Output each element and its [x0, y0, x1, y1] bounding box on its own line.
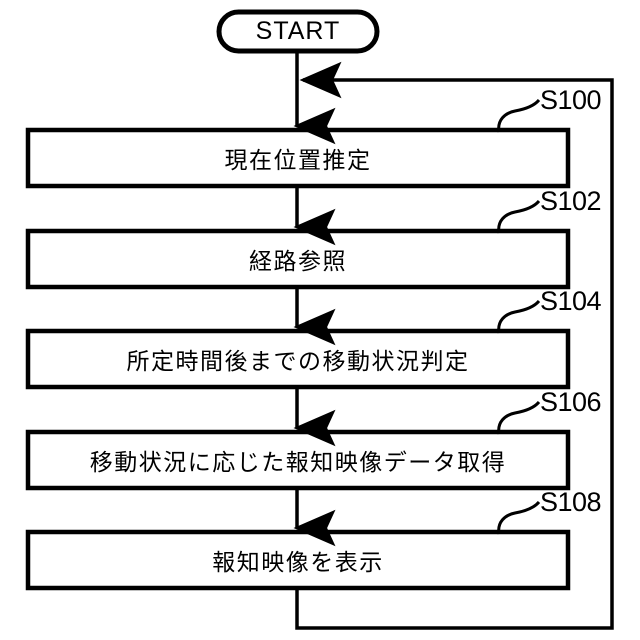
leader-line-s100	[497, 98, 541, 133]
leader-line-s104	[497, 299, 541, 334]
step-number-s106: S106	[540, 387, 602, 417]
leader-line-s106	[497, 400, 541, 435]
process-box-s108	[25, 529, 571, 591]
process-box-s100	[25, 127, 571, 189]
process-box-s102	[25, 228, 571, 290]
step-number-s104: S104	[540, 286, 602, 316]
connector-loop-s108-to-s100	[295, 61, 614, 630]
leader-line-s102	[497, 199, 541, 234]
process-box-s106	[25, 429, 571, 491]
terminal-start-shape	[216, 9, 380, 54]
step-number-s108: S108	[540, 487, 602, 517]
process-box-s104	[25, 328, 571, 390]
step-number-s100: S100	[540, 85, 602, 115]
step-number-s102: S102	[540, 186, 602, 216]
leader-line-s108	[497, 500, 541, 535]
